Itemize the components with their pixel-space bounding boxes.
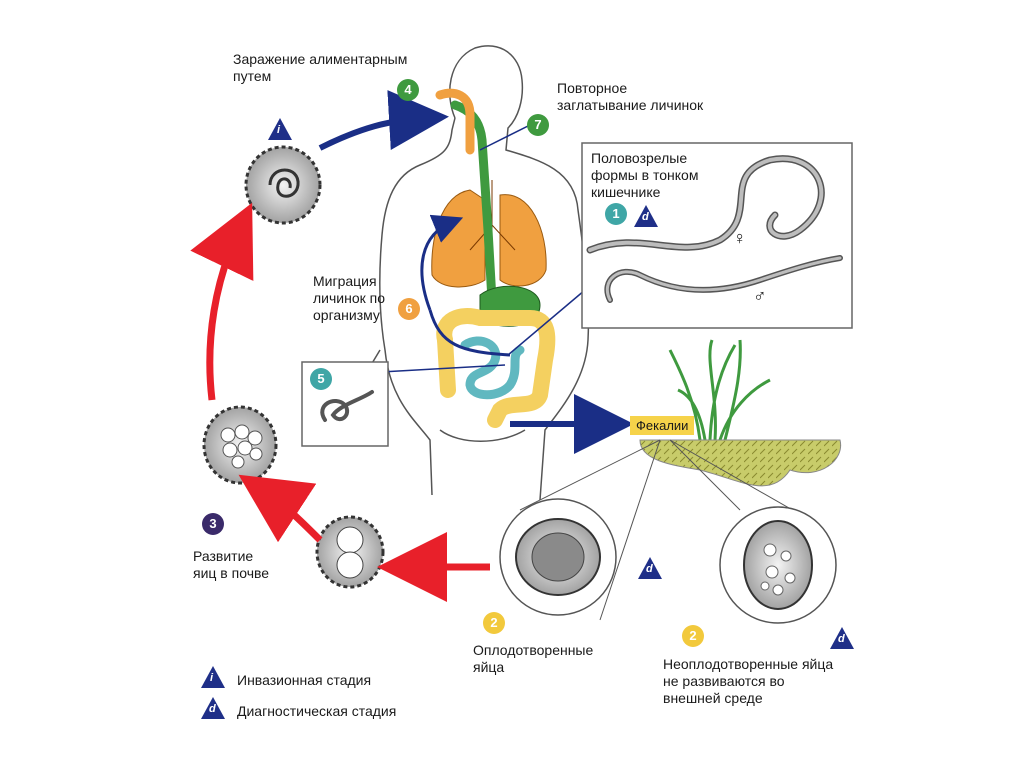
label-line: яиц в почве bbox=[193, 565, 270, 581]
diagnostic-stage-icon-unfertilized: d bbox=[830, 627, 854, 649]
label-line: организму bbox=[313, 307, 380, 323]
badge-1: 1 bbox=[605, 203, 627, 225]
badge-3: 3 bbox=[202, 513, 224, 535]
soil bbox=[639, 439, 842, 487]
label-feces: Фекалии bbox=[630, 416, 695, 435]
ingestion-arrow bbox=[318, 90, 449, 151]
label-development: Развитие яиц в почве bbox=[193, 548, 269, 582]
label-line: личинок по bbox=[313, 290, 386, 306]
label-adults: Половозрелые формы в тонком кишечнике bbox=[591, 150, 698, 201]
label-line: кишечнике bbox=[591, 184, 661, 200]
label-line: внешней среде bbox=[663, 690, 763, 706]
diagnostic-mark: d bbox=[646, 563, 653, 575]
label-reswallow: Повторное заглатывание личинок bbox=[557, 80, 703, 114]
diagnostic-mark: d bbox=[838, 633, 845, 645]
legend-invasive-label: Инвазионная стадия bbox=[237, 672, 372, 688]
label-line: путем bbox=[233, 68, 272, 84]
adults-box bbox=[581, 142, 853, 329]
migration-path bbox=[420, 214, 464, 311]
label-line: Неоплодотворенные яйца bbox=[663, 656, 834, 672]
invasive-mark: i bbox=[277, 124, 281, 136]
label-fertilized: Оплодотворенные яйца bbox=[473, 642, 593, 676]
egg-two-cell bbox=[315, 515, 385, 589]
small-intestine bbox=[460, 336, 525, 400]
large-intestine bbox=[436, 308, 556, 428]
diagnostic-mark: d bbox=[642, 211, 649, 223]
badge-2-fertilized: 2 bbox=[483, 612, 505, 634]
red-arrow-up-2 bbox=[190, 202, 254, 401]
badge-4: 4 bbox=[397, 79, 419, 101]
female-symbol: ♀ bbox=[733, 228, 747, 248]
label-line: Развитие bbox=[193, 548, 254, 564]
label-line: яйца bbox=[473, 659, 505, 675]
label-line: Оплодотворенные bbox=[473, 642, 594, 658]
male-symbol: ♂ bbox=[753, 286, 767, 306]
larva bbox=[320, 390, 374, 422]
egg-larvated bbox=[244, 145, 322, 225]
badge-2-unfertilized: 2 bbox=[682, 625, 704, 647]
label-migration: Миграция личинок по организму bbox=[313, 273, 385, 324]
label-infection: Заражение алиментарным путем bbox=[233, 51, 407, 85]
label-unfertilized: Неоплодотворенные яйца не развиваются во… bbox=[663, 656, 833, 707]
label-line: Половозрелые bbox=[591, 150, 688, 166]
diagnostic-stage-icon-fertilized: d bbox=[638, 557, 662, 579]
badge-5: 5 bbox=[310, 368, 332, 390]
badge-6: 6 bbox=[398, 298, 420, 320]
legend-invasive-icon: i bbox=[201, 666, 225, 688]
invasive-mark: i bbox=[210, 672, 214, 684]
legend-diagnostic-icon: d bbox=[201, 697, 225, 719]
red-arrow-up-1 bbox=[238, 474, 323, 543]
label-line: Миграция bbox=[313, 273, 377, 289]
pointer-5 bbox=[379, 364, 506, 373]
grass bbox=[668, 339, 771, 441]
legend-diagnostic-label: Диагностическая стадия bbox=[237, 703, 397, 719]
label-line: Повторное bbox=[557, 80, 628, 96]
label-line: заглатывание личинок bbox=[557, 97, 704, 113]
label-line: Заражение алиментарным bbox=[233, 51, 408, 67]
badge-7: 7 bbox=[527, 114, 549, 136]
diagnostic-stage-icon-adults: d bbox=[634, 205, 658, 227]
egg-morula bbox=[202, 405, 278, 485]
label-line: не развиваются во bbox=[663, 673, 785, 689]
label-line: формы в тонком bbox=[591, 167, 699, 183]
diagnostic-mark: d bbox=[209, 703, 216, 715]
pointer-1 bbox=[507, 289, 586, 356]
invasive-stage-icon: i bbox=[268, 118, 292, 140]
magnifier-lines bbox=[519, 439, 811, 621]
